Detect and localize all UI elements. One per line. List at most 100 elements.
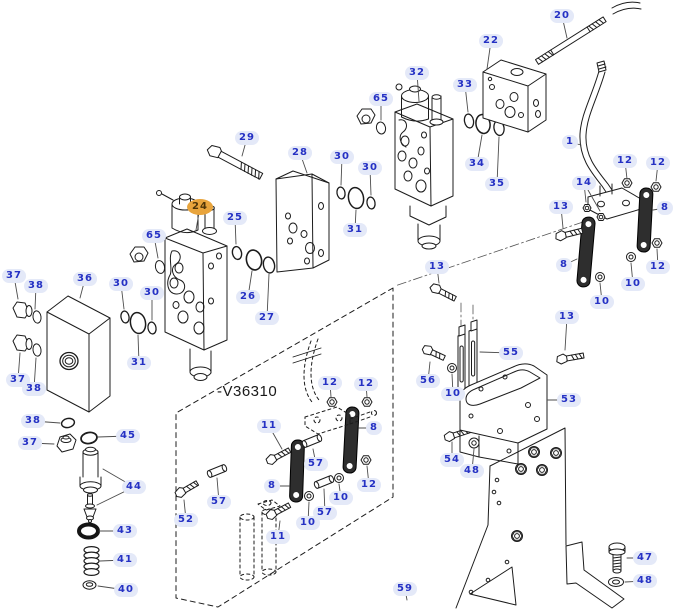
callout-13[interactable]: 13 <box>555 310 579 324</box>
callout-35[interactable]: 35 <box>485 177 509 191</box>
callout-38[interactable]: 38 <box>21 414 45 428</box>
callout-38[interactable]: 38 <box>24 279 48 293</box>
bolt-29 <box>206 144 264 180</box>
callout-53[interactable]: 53 <box>557 393 581 407</box>
ghost-lever <box>303 338 377 435</box>
callout-13[interactable]: 13 <box>425 260 449 274</box>
plug-65-right <box>356 108 376 125</box>
callout-54[interactable]: 54 <box>440 453 464 467</box>
orings-30-31-left <box>120 310 157 335</box>
callout-32[interactable]: 32 <box>405 66 429 80</box>
manifold-block-22 <box>482 59 547 133</box>
callout-36[interactable]: 36 <box>73 272 97 286</box>
callout-12[interactable]: 12 <box>646 156 670 170</box>
callout-8[interactable]: 8 <box>264 479 280 493</box>
callout-25[interactable]: 25 <box>223 211 247 225</box>
callout-30[interactable]: 30 <box>330 150 354 164</box>
callout-65[interactable]: 65 <box>142 229 166 243</box>
callout-41[interactable]: 41 <box>113 553 137 567</box>
callout-31[interactable]: 31 <box>127 356 151 370</box>
strips-55 <box>457 319 478 395</box>
callout-59[interactable]: 59 <box>393 582 417 596</box>
callout-57[interactable]: 57 <box>207 495 231 509</box>
bolts-13 <box>429 227 585 365</box>
callout-13[interactable]: 13 <box>549 200 573 214</box>
cropped-rod-end <box>611 1 642 15</box>
callout-27[interactable]: 27 <box>255 311 279 325</box>
oring-38-a <box>32 310 42 324</box>
washers-10 <box>304 252 636 501</box>
nut-48-a <box>468 437 480 449</box>
oring-26 <box>245 249 263 271</box>
callout-57[interactable]: 57 <box>313 506 337 520</box>
callout-45[interactable]: 45 <box>116 429 140 443</box>
callout-12[interactable]: 12 <box>354 377 378 391</box>
callout-10[interactable]: 10 <box>590 295 614 309</box>
callout-12[interactable]: 12 <box>357 478 381 492</box>
spring-41 <box>83 545 100 576</box>
callout-30[interactable]: 30 <box>140 286 164 300</box>
oring-65-right <box>375 121 387 135</box>
callout-48[interactable]: 48 <box>460 464 484 478</box>
callout-57[interactable]: 57 <box>304 457 328 471</box>
variant-code: -V36310 <box>217 383 278 400</box>
callout-37[interactable]: 37 <box>2 269 26 283</box>
callout-10[interactable]: 10 <box>441 387 465 401</box>
callout-30[interactable]: 30 <box>109 277 133 291</box>
callout-24[interactable]: 24 <box>187 199 213 215</box>
callout-10[interactable]: 10 <box>621 277 645 291</box>
callout-31[interactable]: 31 <box>343 223 367 237</box>
link-plate-8-b <box>576 216 596 288</box>
nuts-14 <box>582 204 606 221</box>
callout-8[interactable]: 8 <box>366 421 382 435</box>
callout-30[interactable]: 30 <box>358 161 382 175</box>
bolt-56 <box>421 345 446 361</box>
callout-28[interactable]: 28 <box>288 146 312 160</box>
callout-37[interactable]: 37 <box>18 436 42 450</box>
callout-1[interactable]: 1 <box>562 135 578 149</box>
callout-34[interactable]: 34 <box>465 157 489 171</box>
oring-27 <box>262 256 276 274</box>
callout-20[interactable]: 20 <box>550 9 574 23</box>
bracket-53 <box>459 363 548 465</box>
plate-28 <box>275 170 330 273</box>
callout-11[interactable]: 11 <box>257 419 281 433</box>
callout-48[interactable]: 48 <box>633 574 657 588</box>
callout-43[interactable]: 43 <box>113 524 137 538</box>
callout-11[interactable]: 11 <box>266 530 290 544</box>
plugs-37-left <box>12 301 33 352</box>
valve-body-24 <box>156 190 228 381</box>
callout-8[interactable]: 8 <box>657 201 673 215</box>
callout-10[interactable]: 10 <box>329 491 353 505</box>
callout-22[interactable]: 22 <box>479 34 503 48</box>
callout-52[interactable]: 52 <box>174 513 198 527</box>
oring-45 <box>80 431 98 445</box>
callout-44[interactable]: 44 <box>122 480 146 494</box>
link-plate-8-d <box>289 439 305 503</box>
callout-26[interactable]: 26 <box>236 290 260 304</box>
oring-43 <box>77 522 100 540</box>
washer-40 <box>82 580 97 590</box>
callout-12[interactable]: 12 <box>318 376 342 390</box>
callout-33[interactable]: 33 <box>453 78 477 92</box>
callout-8[interactable]: 8 <box>556 258 572 272</box>
callout-12[interactable]: 12 <box>646 260 670 274</box>
callout-14[interactable]: 14 <box>572 176 596 190</box>
pins-57 <box>206 434 335 489</box>
callout-65[interactable]: 65 <box>369 92 393 106</box>
link-plate-8-c <box>342 406 360 474</box>
callout-40[interactable]: 40 <box>114 583 138 597</box>
block-36 <box>46 295 111 413</box>
callout-29[interactable]: 29 <box>235 131 259 145</box>
callout-47[interactable]: 47 <box>633 551 657 565</box>
callout-55[interactable]: 55 <box>499 346 523 360</box>
callout-38[interactable]: 38 <box>22 382 46 396</box>
callout-10[interactable]: 10 <box>296 516 320 530</box>
group-box-outline <box>175 287 394 608</box>
callout-12[interactable]: 12 <box>613 154 637 168</box>
callout-56[interactable]: 56 <box>416 374 440 388</box>
oring-65-left <box>154 260 166 274</box>
